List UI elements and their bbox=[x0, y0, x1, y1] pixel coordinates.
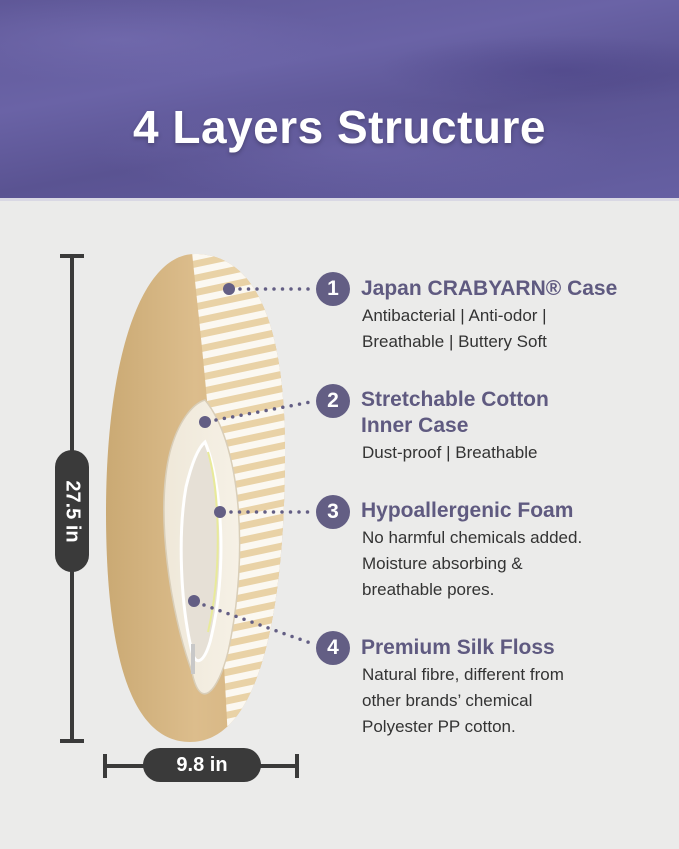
callout-desc-line: Moisture absorbing & bbox=[362, 554, 523, 573]
callout-desc-line: Breathable | Buttery Soft bbox=[362, 332, 547, 351]
number-badge-3: 3 bbox=[316, 495, 350, 529]
height-dimension-bottom-cap bbox=[60, 739, 84, 743]
number-badge-2: 2 bbox=[316, 384, 350, 418]
callout-3-anchor-dot bbox=[214, 506, 226, 518]
width-dimension-right-cap bbox=[295, 754, 299, 778]
callout-desc-line: No harmful chemicals added. bbox=[362, 528, 583, 547]
callout-title: Stretchable Cotton bbox=[361, 388, 549, 411]
callout-1-anchor-dot bbox=[223, 283, 235, 295]
callout-desc-line: Dust-proof | Breathable bbox=[362, 443, 538, 462]
callout-4-anchor-dot bbox=[188, 595, 200, 607]
callout-title: Premium Silk Floss bbox=[361, 636, 555, 659]
width-badge: 9.8 in bbox=[143, 748, 261, 782]
callout-2-anchor-dot bbox=[199, 416, 211, 428]
pillow-illustration bbox=[106, 254, 285, 742]
page-title: 4 Layers Structure bbox=[133, 101, 546, 153]
header-banner: 4 Layers Structure bbox=[0, 0, 679, 201]
callout-title: Japan CRABYARN® Case bbox=[361, 277, 618, 300]
callout-title: Hypoallergenic Foam bbox=[361, 499, 574, 522]
callout-title: Inner Case bbox=[361, 414, 469, 437]
height-badge: 27.5 in bbox=[55, 450, 89, 572]
callout-desc-line: breathable pores. bbox=[362, 580, 495, 599]
callout-desc-line: other brands’ chemical bbox=[362, 691, 533, 710]
callout-desc-line: Antibacterial | Anti-odor | bbox=[362, 306, 547, 325]
number-badge-1: 1 bbox=[316, 272, 350, 306]
callout-desc-line: Polyester PP cotton. bbox=[362, 717, 516, 736]
width-label: 9.8 in bbox=[176, 753, 228, 776]
number-badge-4: 4 bbox=[316, 631, 350, 665]
callout-desc-line: Natural fibre, different from bbox=[362, 665, 564, 684]
